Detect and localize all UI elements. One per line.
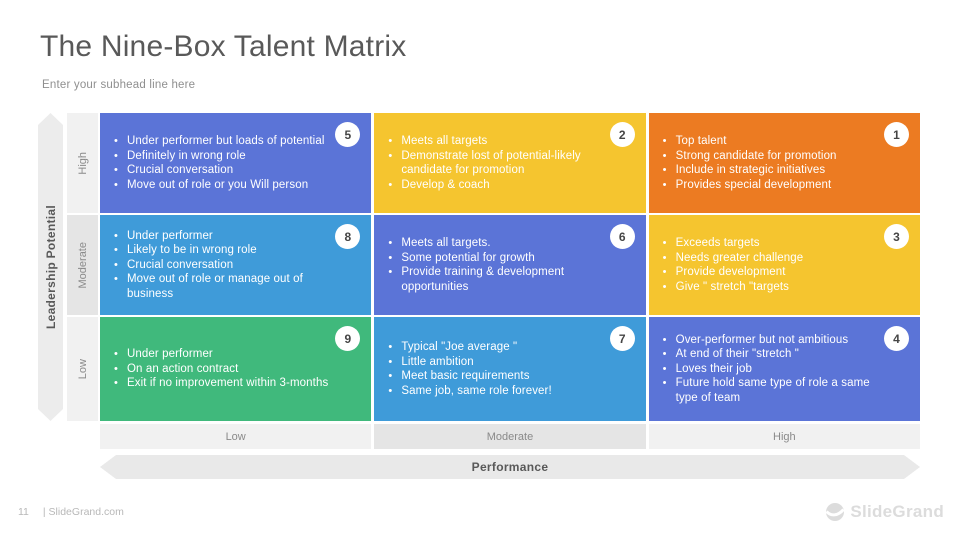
matrix-cell-4: 4 Over-performer but not ambitious At en… xyxy=(648,317,920,421)
matrix-cell-3: 3 Exceeds targets Needs greater challeng… xyxy=(648,215,920,315)
matrix-cell-7: 7 Typical "Joe average " Little ambition… xyxy=(374,317,646,421)
bullet-item: On an action contract xyxy=(114,362,329,377)
cell-bullet-list: Under performer but loads of potential D… xyxy=(100,134,371,192)
bullet-item: Under performer but loads of potential xyxy=(114,134,329,149)
y-tick-moderate: Moderate xyxy=(67,215,98,315)
matrix-cell-9: 9 Under performer On an action contract … xyxy=(100,317,372,421)
x-tick-high: High xyxy=(648,424,920,449)
bullet-item: Over-performer but not ambitious xyxy=(663,333,878,348)
bullet-item: Demonstrate lost of potential-likely can… xyxy=(388,149,603,178)
x-axis-label: Performance xyxy=(471,460,549,474)
footer-site-link[interactable]: | SlideGrand.com xyxy=(42,506,124,518)
bullet-item: Provides special development xyxy=(663,178,878,193)
bullet-item: Meets all targets. xyxy=(388,236,603,251)
cell-bullet-list: Under performer Likely to be in wrong ro… xyxy=(100,229,371,302)
slidegrand-logo-icon xyxy=(825,503,845,521)
bullet-item: Likely to be in wrong role xyxy=(114,243,329,258)
y-axis-ticks: High Moderate Low xyxy=(67,113,98,421)
bullet-item: Provide training & development opportuni… xyxy=(388,265,603,294)
bullet-item: Crucial conversation xyxy=(114,258,329,273)
cell-number-badge: 6 xyxy=(609,224,635,249)
bullet-item: Meet basic requirements xyxy=(388,369,603,384)
matrix-cell-5: 5 Under performer but loads of potential… xyxy=(100,113,372,213)
bullet-item: Top talent xyxy=(663,134,878,149)
bullet-item: Meets all targets xyxy=(388,134,603,149)
cell-number-badge: 7 xyxy=(609,326,635,351)
bullet-item: Provide development xyxy=(663,265,878,280)
cell-number-badge: 2 xyxy=(609,122,635,147)
cell-bullet-list: Top talent Strong candidate for promotio… xyxy=(649,134,920,192)
bullet-item: Strong candidate for promotion xyxy=(663,149,878,164)
bullet-item: Include in strategic initiatives xyxy=(663,163,878,178)
x-tick-moderate: Moderate xyxy=(374,424,646,449)
cell-bullet-list: Over-performer but not ambitious At end … xyxy=(649,333,920,406)
matrix-grid: 5 Under performer but loads of potential… xyxy=(100,113,920,421)
bullet-item: Under performer xyxy=(114,347,329,362)
y-axis-arrow: Leadership Potential xyxy=(38,113,63,421)
bullet-item: Little ambition xyxy=(388,355,603,370)
bullet-item: At end of their "stretch " xyxy=(663,347,878,362)
matrix-cell-6: 6 Meets all targets. Some potential for … xyxy=(374,215,646,315)
cell-bullet-list: Typical "Joe average " Little ambition M… xyxy=(374,340,645,398)
bullet-item: Move out of role or manage out of busine… xyxy=(114,272,329,301)
bullet-item: Same job, same role forever! xyxy=(388,384,603,399)
bullet-item: Future hold same type of role a same typ… xyxy=(663,376,878,405)
cell-bullet-list: Meets all targets Demonstrate lost of po… xyxy=(374,134,645,192)
cell-number-badge: 5 xyxy=(335,122,361,147)
bullet-item: Move out of role or you Will person xyxy=(114,178,329,193)
cell-bullet-list: Meets all targets. Some potential for gr… xyxy=(374,236,645,294)
bullet-item: Develop & coach xyxy=(388,178,603,193)
bullet-item: Under performer xyxy=(114,229,329,244)
bullet-item: Needs greater challenge xyxy=(663,251,878,266)
bullet-item: Typical "Joe average " xyxy=(388,340,603,355)
y-axis-label: Leadership Potential xyxy=(43,204,58,330)
bullet-item: Loves their job xyxy=(663,362,878,377)
cell-number-badge: 9 xyxy=(335,326,361,351)
slidegrand-logo-text: SlideGrand xyxy=(850,502,944,521)
bullet-item: Some potential for growth xyxy=(388,251,603,266)
slidegrand-logo: SlideGrand xyxy=(825,502,944,522)
footer: 11 | SlideGrand.com xyxy=(18,506,124,518)
cell-bullet-list: Exceeds targets Needs greater challenge … xyxy=(649,236,920,294)
cell-bullet-list: Under performer On an action contract Ex… xyxy=(100,347,371,391)
cell-number-badge: 4 xyxy=(884,326,909,351)
bullet-item: Definitely in wrong role xyxy=(114,149,329,164)
bullet-item: Give " stretch "targets xyxy=(663,280,878,295)
bullet-item: Crucial conversation xyxy=(114,163,329,178)
y-tick-low: Low xyxy=(67,317,98,421)
x-axis-ticks: Low Moderate High xyxy=(100,424,920,449)
page-title: The Nine-Box Talent Matrix xyxy=(40,30,407,63)
page-number: 11 xyxy=(18,506,29,518)
cell-number-badge: 3 xyxy=(884,224,909,249)
cell-number-badge: 8 xyxy=(335,224,361,249)
x-tick-low: Low xyxy=(100,424,372,449)
bullet-item: Exit if no improvement within 3-months xyxy=(114,376,329,391)
matrix-cell-1: 1 Top talent Strong candidate for promot… xyxy=(648,113,920,213)
page-subhead: Enter your subhead line here xyxy=(42,79,196,91)
matrix-cell-8: 8 Under performer Likely to be in wrong … xyxy=(100,215,372,315)
matrix-cell-2: 2 Meets all targets Demonstrate lost of … xyxy=(374,113,646,213)
y-tick-high: High xyxy=(67,113,98,213)
cell-number-badge: 1 xyxy=(884,122,909,147)
x-axis-arrow: Performance xyxy=(100,455,920,479)
bullet-item: Exceeds targets xyxy=(663,236,878,251)
